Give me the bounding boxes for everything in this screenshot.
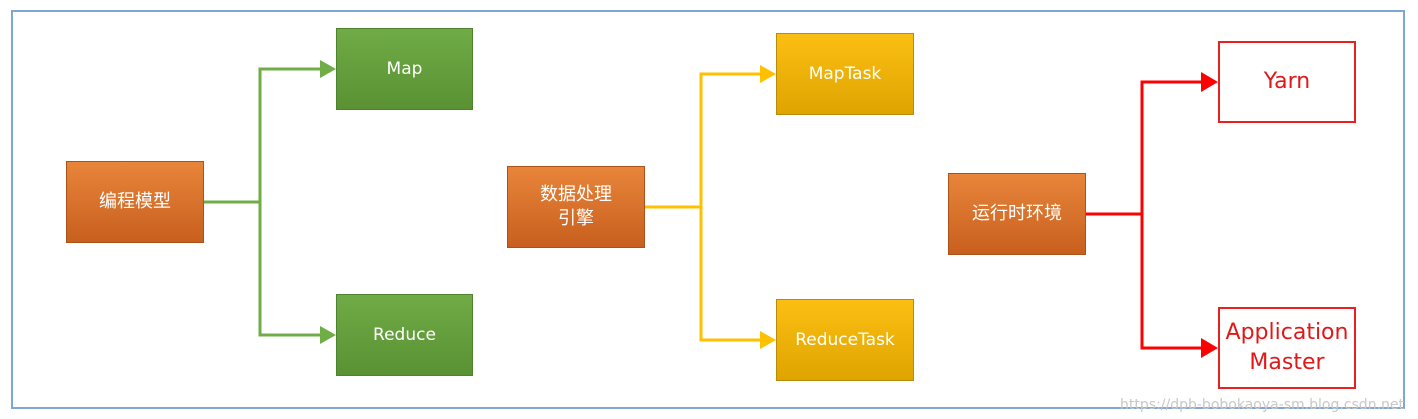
connector-programming-model [204,67,320,337]
node-map: Map [336,28,473,110]
arrowhead-reduce [320,326,336,344]
watermark-text: https://dpb-bobokaoya-sm.blog.csdn.net [1120,397,1404,413]
node-reduce: Reduce [336,294,473,376]
arrowhead-maptask [760,65,776,83]
node-application-master: Application Master [1218,307,1356,389]
connector-line-to-reducetask [699,207,760,342]
arrowhead-map [320,60,336,78]
arrowhead-yarn [1201,72,1218,92]
connector-processing-engine [645,72,760,342]
node-programming-model: 编程模型 [66,161,204,243]
connector-line-to-yarn [1086,80,1202,216]
node-runtime-environment: 运行时环境 [948,173,1086,255]
node-processing-engine: 数据处理 引擎 [507,166,645,248]
arrowhead-app-master [1201,338,1218,358]
node-maptask: MapTask [776,33,914,115]
arrowhead-reducetask [760,331,776,349]
connector-runtime-environment [1086,80,1202,350]
connector-line-to-maptask [645,72,760,209]
connector-line-to-map [204,67,320,204]
connector-line-to-app-master [1140,214,1202,350]
connector-line-to-reduce [258,202,320,337]
diagram-frame [11,10,1405,409]
node-yarn: Yarn [1218,41,1356,123]
node-reducetask: ReduceTask [776,299,914,381]
